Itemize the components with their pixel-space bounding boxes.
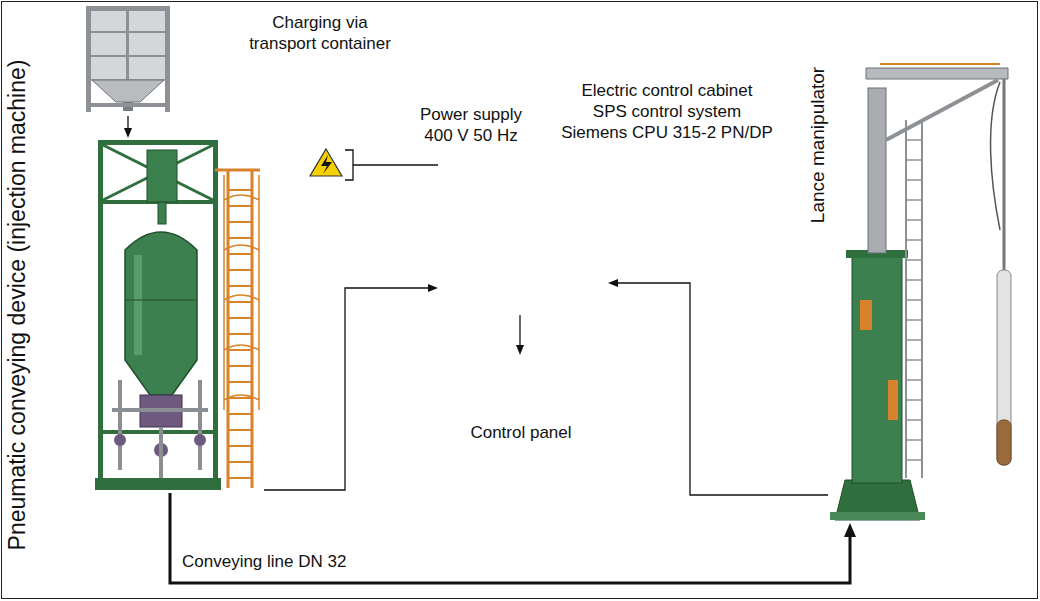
- transport-container-figure: [86, 6, 170, 112]
- container-leg: [165, 8, 170, 112]
- ladder-rungs: [228, 190, 252, 478]
- frame-post: [213, 140, 218, 490]
- valve: [194, 434, 206, 446]
- signal-line: [519, 315, 520, 350]
- power-supply-symbol: [310, 149, 357, 180]
- signal-line: [127, 116, 128, 133]
- node-label: Control panel: [470, 422, 571, 443]
- bracket: [345, 150, 357, 180]
- base-plate: [830, 512, 925, 520]
- control-cabinet: Electric control cabinetSPS control syst…: [438, 150, 608, 315]
- pipe: [118, 380, 122, 470]
- node-label: SPS control system: [547, 101, 787, 122]
- vertical-label: Lance manipulator: [808, 67, 829, 223]
- drive-unit: [888, 380, 898, 420]
- conveying-line: [170, 493, 850, 583]
- node-label: Charging via transport container: [242, 12, 398, 54]
- signal-line: [357, 164, 438, 165]
- platform-rail: [215, 169, 260, 172]
- signal-line: [613, 283, 828, 495]
- arm-brace: [886, 80, 998, 140]
- valve: [114, 434, 126, 446]
- mast-ladder-rail: [905, 120, 907, 478]
- manipulator-column: [852, 255, 902, 483]
- mast-ladder-rungs: [906, 140, 922, 460]
- lance-tip: [997, 420, 1011, 465]
- lance-tube: [997, 270, 1011, 465]
- ladder-rail: [227, 170, 230, 488]
- frame-post: [98, 140, 103, 490]
- container-hopper: [92, 80, 164, 102]
- pipe: [198, 380, 202, 470]
- signal-line: [264, 288, 433, 490]
- lance-manipulator-figure: Lance manipulator: [828, 55, 1030, 523]
- container-leg: [86, 8, 91, 112]
- pipe: [159, 427, 163, 478]
- ladder-rail: [251, 170, 254, 488]
- node-label: Electric control cabinet: [547, 80, 787, 101]
- node-label: Siemens CPU 315-2 PN/DP: [547, 122, 787, 143]
- mast-ladder-rail: [921, 120, 923, 478]
- pressure-vessel: [125, 232, 197, 395]
- lance-hose: [991, 82, 1000, 230]
- lance-arm: [866, 68, 1008, 79]
- container-top-bar: [86, 6, 170, 11]
- container-post: [126, 10, 129, 80]
- filter-pipe: [158, 202, 166, 224]
- machine-base: [95, 478, 221, 490]
- container-bottom-bar: [86, 103, 170, 107]
- lance-manipulator-figure: [830, 64, 1011, 520]
- vessel-highlight: [134, 255, 142, 355]
- injection-machine-figure: Pneumatic conveying device (injection ma…: [92, 138, 264, 493]
- pipe: [112, 408, 208, 412]
- arm-rail: [880, 63, 1000, 65]
- warning-triangle: [310, 149, 342, 176]
- vertical-label: Pneumatic conveying device (injection ma…: [5, 60, 30, 551]
- mast: [868, 88, 886, 253]
- node-label: Power supply 400 V 50 Hz: [411, 104, 531, 146]
- lightning-bolt: [321, 155, 332, 174]
- power-supply-symbol: Power supply 400 V 50 Hz: [305, 146, 357, 182]
- injection-machine-figure: [95, 140, 260, 490]
- ladder-cage: [224, 175, 259, 410]
- edge-label: Conveying line DN 32: [180, 551, 348, 572]
- drive-unit: [860, 300, 872, 330]
- control-panel: Control panel: [464, 355, 578, 447]
- filter-unit: [147, 150, 177, 202]
- lance-holder: [1003, 79, 1006, 272]
- container-body: [88, 10, 168, 80]
- vessel-seam: [125, 300, 197, 301]
- frame-top: [98, 140, 218, 145]
- container-figure: Charging via transport container: [82, 4, 174, 116]
